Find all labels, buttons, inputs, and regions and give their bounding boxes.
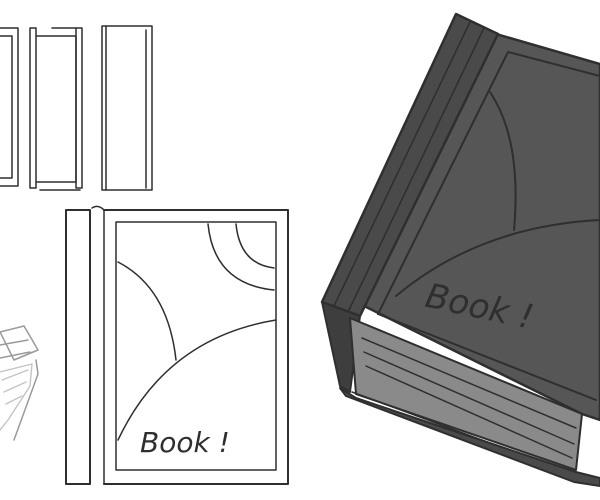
front-view-book: Book ! bbox=[65, 205, 289, 485]
faint-book-sketch bbox=[0, 325, 39, 441]
perspective-book: Book ! bbox=[320, 12, 600, 487]
thumbnail-sketch-cut-off bbox=[0, 27, 19, 187]
thumbnail-sketch-side bbox=[101, 25, 153, 191]
thumbnail-sketch-spine bbox=[29, 27, 83, 191]
front-book-caption: Book ! bbox=[140, 426, 230, 459]
book-page-block bbox=[349, 317, 583, 471]
